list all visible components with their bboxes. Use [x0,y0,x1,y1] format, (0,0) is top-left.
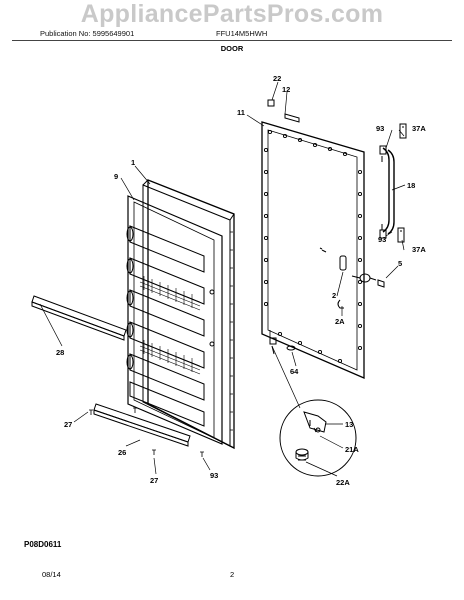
model-number: FFU14M5HWH [216,29,268,38]
callout-2: 2 [332,291,336,300]
hinge-detail-circle [279,399,357,477]
callout-28: 28 [56,348,64,357]
callout-13: 13 [345,420,353,429]
callout-11: 11 [237,108,245,117]
door-handle [379,123,407,243]
callout-9: 9 [114,172,118,181]
callout-12: 12 [282,85,290,94]
callout-27-left: 27 [64,420,72,429]
callout-37a-top: 37A [412,124,426,133]
watermark: AppliancePartsPros.com [80,0,384,28]
callout-5: 5 [398,259,402,268]
door-outer-panel [261,99,365,379]
callout-22a: 22A [336,478,350,487]
callout-93-top: 93 [376,124,384,133]
screws [89,330,271,457]
callout-18: 18 [407,181,415,190]
callout-1: 1 [131,158,135,167]
callout-21a: 21A [345,445,359,454]
door-liner [126,179,235,450]
diagram-code: P08D0611 [24,540,62,549]
bottom-strip [93,403,191,447]
callout-93-mid: 93 [378,235,386,244]
latch-parts [319,247,385,309]
callout-labels: 1 9 11 12 22 93 37A 18 93 37A 5 2 2A 28 … [56,74,426,487]
callout-22: 22 [273,74,281,83]
callout-37a-bottom: 37A [412,245,426,254]
header-rule [12,40,452,41]
kickplate [31,295,127,341]
page-number: 2 [230,570,235,579]
callout-27-bottom: 27 [150,476,158,485]
callout-93-bottom: 93 [210,471,218,480]
callout-26: 26 [118,448,126,457]
callout-2a: 2A [335,317,345,326]
callout-64: 64 [290,367,299,376]
section-title: DOOR [220,44,244,53]
footer-date: 08/14 [42,570,61,579]
leader-lines [39,81,406,477]
publication-number: Publication No: 5995649901 [40,29,135,38]
